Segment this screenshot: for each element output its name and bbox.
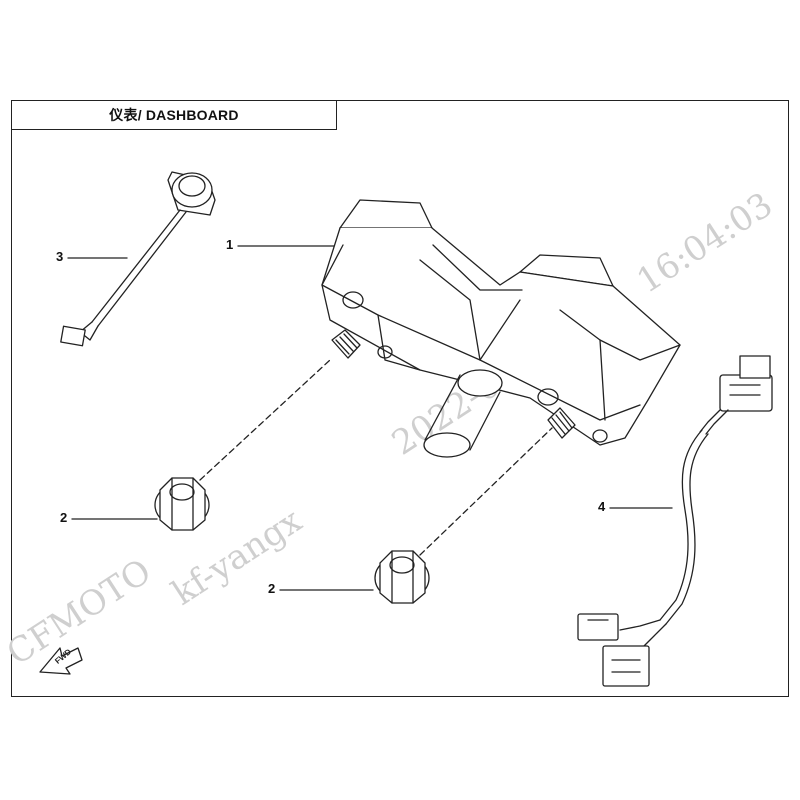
- callout-2-upper: 2: [60, 510, 68, 525]
- stud-right: [547, 407, 576, 439]
- stud-left: [331, 329, 361, 359]
- dash-line-right: [419, 427, 553, 556]
- wire-harness: [577, 355, 773, 687]
- callout-1: 1: [226, 237, 234, 252]
- diagram-title: 仪表/ DASHBOARD: [11, 100, 337, 130]
- callout-3: 3: [56, 249, 64, 264]
- callout-2-lower: 2: [268, 581, 276, 596]
- sensor-with-cable: [60, 171, 216, 347]
- diagram-frame: [11, 100, 789, 697]
- callout-4: 4: [598, 499, 606, 514]
- flange-nut-lower: [374, 550, 430, 604]
- dash-line-left: [199, 359, 331, 481]
- dashboard-cluster: [321, 199, 681, 458]
- flange-nut-upper: [154, 477, 210, 531]
- forward-arrow-icon: [39, 647, 83, 675]
